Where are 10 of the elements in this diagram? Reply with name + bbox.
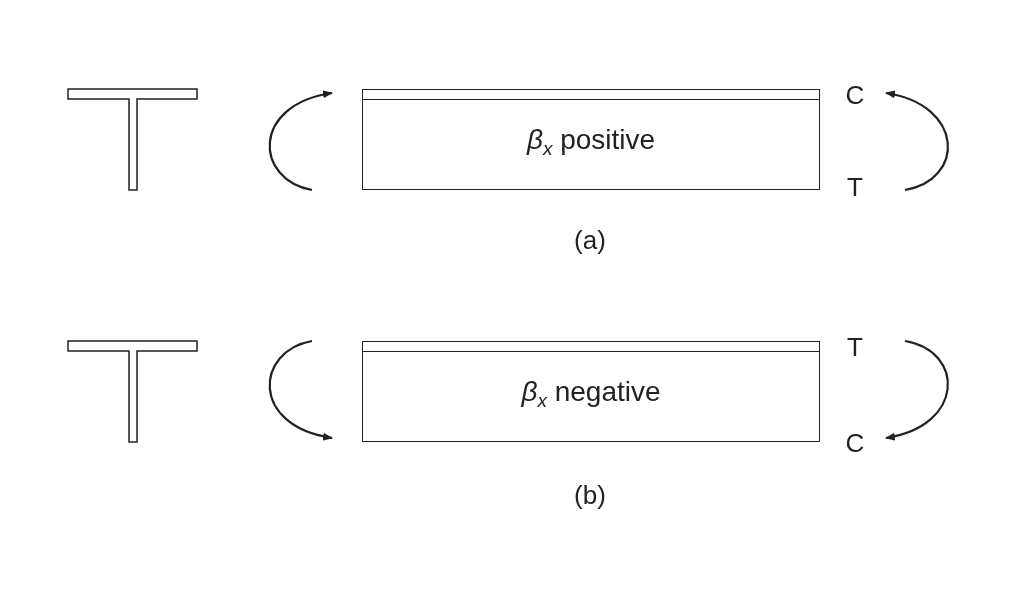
- beam-label: β$_{x}$ negative: [521, 375, 661, 412]
- stress-label: T: [847, 174, 863, 200]
- stress-label: C: [845, 430, 865, 456]
- beam-box: [362, 341, 820, 442]
- figure-label: (a): [574, 227, 606, 253]
- stress-label: C: [845, 82, 865, 108]
- figure-label: (b): [574, 482, 606, 508]
- beam-box: [362, 89, 820, 190]
- stress-label: T: [847, 334, 863, 360]
- beam-label: β$_{x}$ positive: [526, 123, 656, 160]
